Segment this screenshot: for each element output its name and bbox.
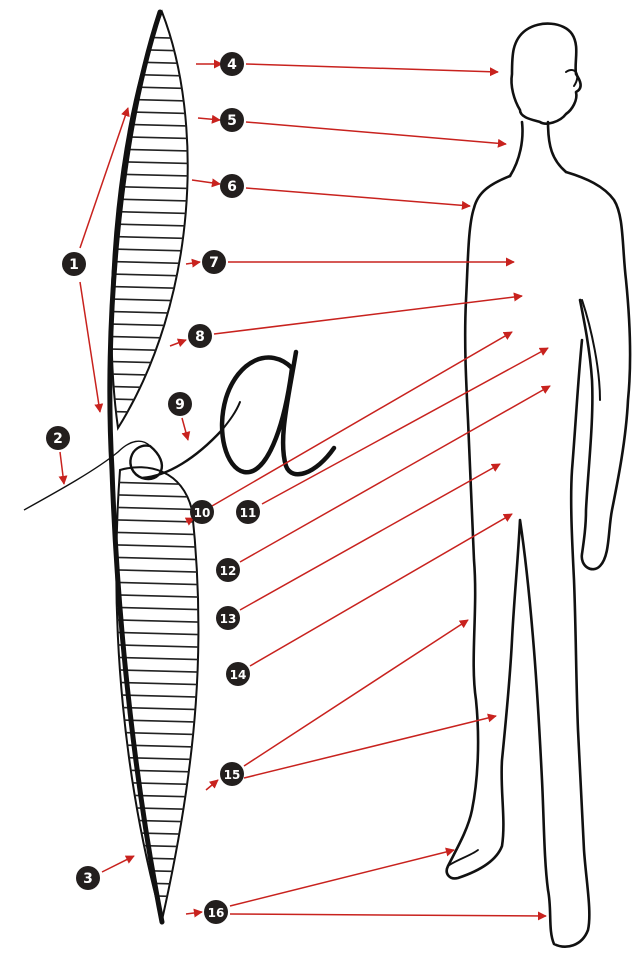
leader-arrow-3 (102, 856, 134, 872)
callout-label-15: 15 (224, 768, 241, 782)
leader-arrow-15 (244, 716, 496, 778)
callout-label-13: 13 (220, 612, 237, 626)
human-figure (447, 24, 630, 947)
letter-shape (24, 12, 334, 922)
callout-label-1: 1 (69, 257, 79, 273)
callout-badge-13: 13 (216, 606, 240, 630)
callout-badge-9: 9 (168, 392, 192, 416)
figure-body (447, 172, 630, 947)
figure-head (511, 24, 580, 124)
leader-arrow-8 (170, 340, 186, 346)
callout-badge-8: 8 (188, 324, 212, 348)
leader-arrow-9 (182, 418, 188, 440)
leader-arrow-8 (214, 296, 522, 334)
callout-badge-14: 14 (226, 662, 250, 686)
callout-label-16: 16 (208, 906, 225, 920)
leader-arrow-15 (244, 620, 468, 766)
leader-arrow-5 (246, 122, 506, 144)
callout-badge-1: 1 (62, 252, 86, 276)
callout-label-5: 5 (227, 113, 237, 129)
callout-badge-5: 5 (220, 108, 244, 132)
callout-badge-10: 10 (190, 500, 214, 524)
callout-badge-16: 16 (204, 900, 228, 924)
callout-label-3: 3 (83, 871, 93, 887)
callout-label-6: 6 (227, 179, 237, 195)
callout-badge-15: 15 (220, 762, 244, 786)
callout-label-9: 9 (175, 397, 185, 413)
callout-badge-3: 3 (76, 866, 100, 890)
leader-arrow-7 (186, 262, 200, 264)
callout-badge-6: 6 (220, 174, 244, 198)
callout-label-12: 12 (220, 564, 237, 578)
callout-badge-11: 11 (236, 500, 260, 524)
callout-badge-2: 2 (46, 426, 70, 450)
cursive-letter-a (222, 352, 334, 474)
leader-arrow-11 (262, 348, 548, 504)
callout-label-7: 7 (209, 255, 219, 271)
callout-label-11: 11 (240, 506, 257, 520)
figure-ear (566, 70, 577, 86)
leader-arrow-16 (230, 850, 454, 906)
leader-arrow-6 (192, 180, 220, 184)
callout-badge-12: 12 (216, 558, 240, 582)
leader-arrow-16 (186, 912, 202, 914)
callout-label-10: 10 (194, 506, 211, 520)
callout-label-4: 4 (227, 57, 237, 73)
leader-arrow-16 (230, 914, 546, 916)
leader-arrow-1 (80, 282, 100, 412)
leader-arrow-5 (198, 118, 220, 120)
leader-arrow-2 (60, 452, 64, 484)
callout-label-8: 8 (195, 329, 205, 345)
leader-arrow-13 (240, 464, 500, 610)
leader-arrow-15 (206, 780, 218, 790)
callout-badge-7: 7 (202, 250, 226, 274)
leader-arrow-6 (246, 188, 470, 206)
callout-badge-4: 4 (220, 52, 244, 76)
callout-label-14: 14 (230, 668, 247, 682)
leader-arrow-4 (246, 64, 498, 72)
callout-label-2: 2 (53, 431, 63, 447)
figure-neck (510, 122, 566, 176)
